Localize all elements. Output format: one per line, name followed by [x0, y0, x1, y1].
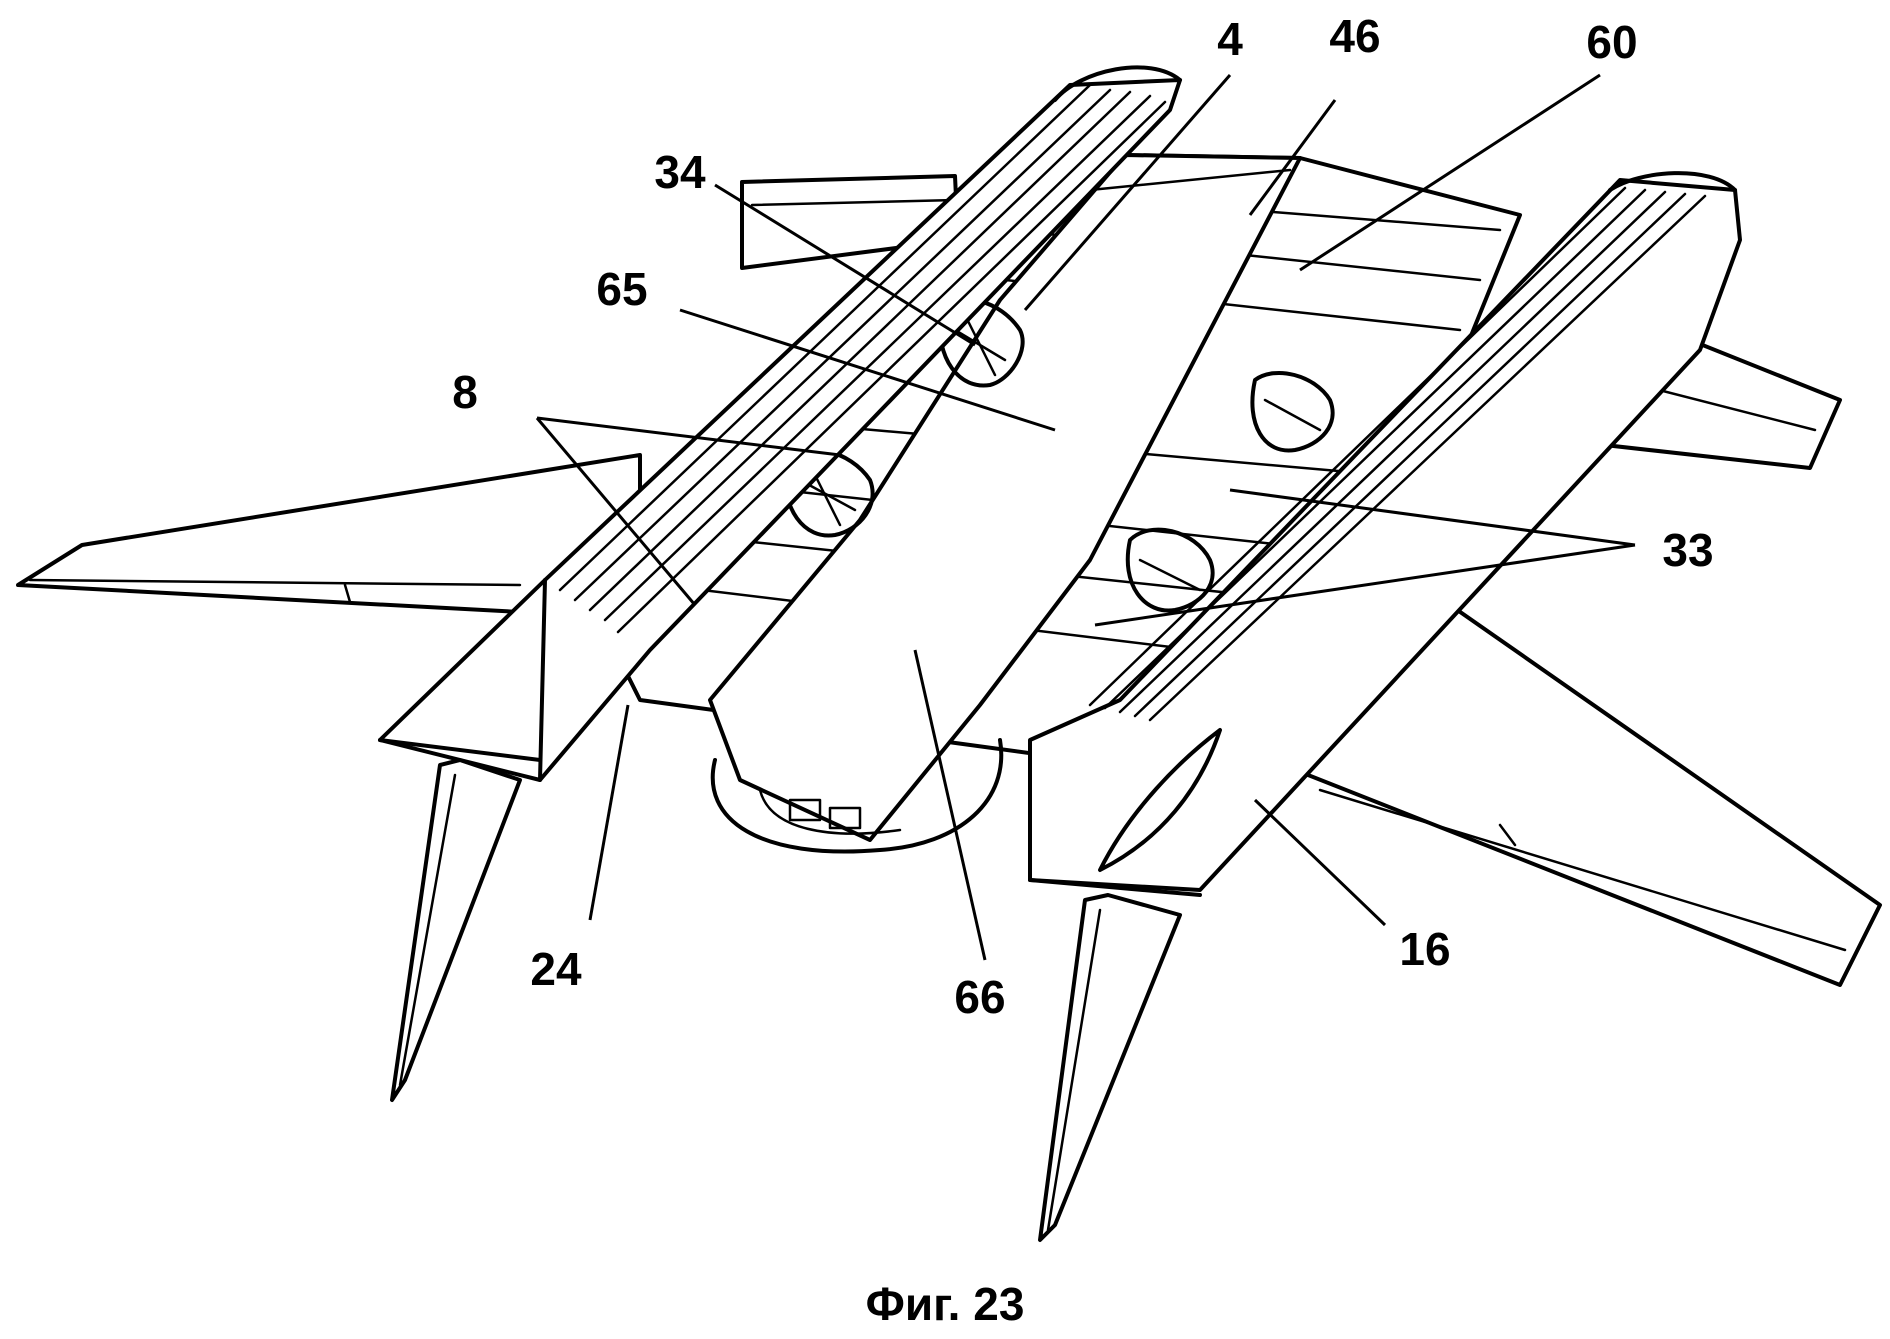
label-60: 60: [1586, 16, 1637, 68]
right-fin: [1038, 893, 1182, 1242]
left-fin: [390, 758, 522, 1102]
label-4: 4: [1217, 13, 1243, 65]
right-float: [1028, 171, 1742, 897]
label-24: 24: [530, 943, 582, 995]
label-65: 65: [596, 263, 647, 315]
lift-fan-front-right: [1250, 370, 1335, 453]
central-fuselage: [708, 153, 1302, 854]
label-66: 66: [954, 971, 1005, 1023]
left-float: [378, 65, 1182, 782]
figure-caption: Фиг. 23: [866, 1278, 1025, 1330]
label-46: 46: [1329, 10, 1380, 62]
label-8: 8: [452, 366, 478, 418]
reference-labels: 4 46 60 34 65 8 33 24 66 16: [452, 10, 1713, 1023]
label-16: 16: [1399, 923, 1450, 975]
leader-lines: [535, 73, 1636, 961]
label-33: 33: [1662, 524, 1713, 576]
label-34: 34: [654, 146, 706, 198]
